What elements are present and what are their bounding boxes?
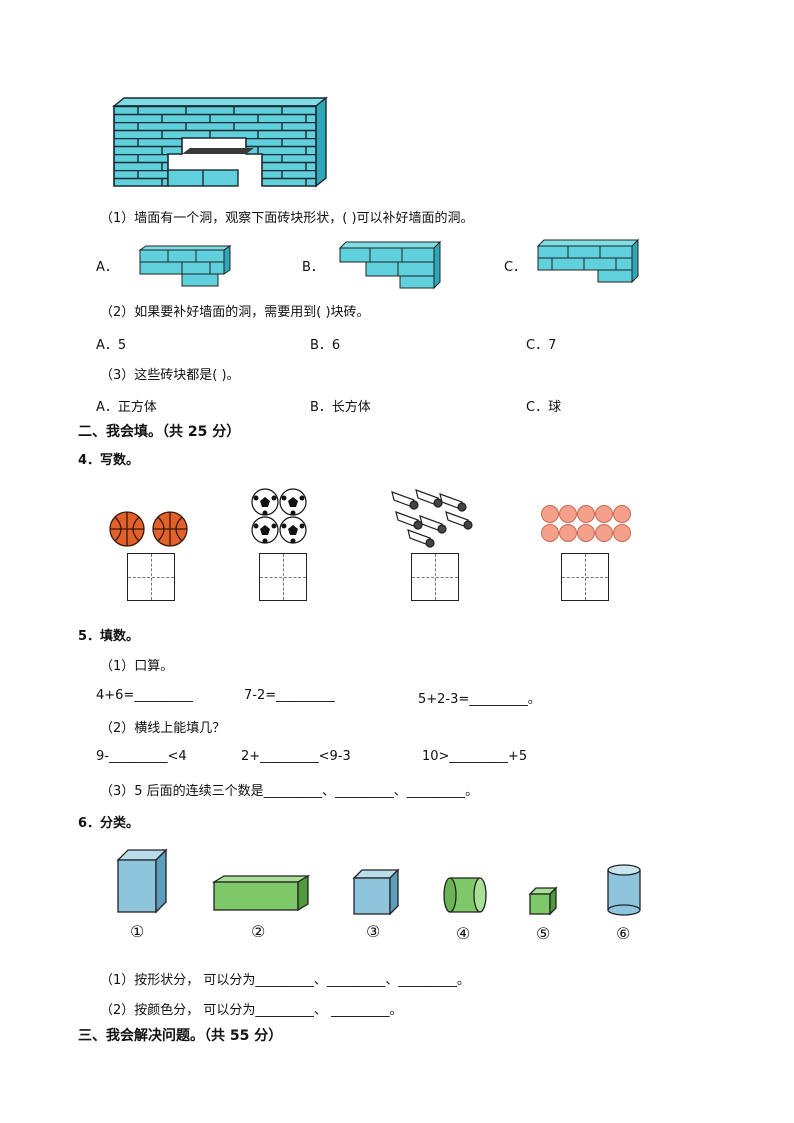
q5-sub2: （2）横线上能填几？ xyxy=(100,721,226,736)
q5-label: 5．填数。 xyxy=(78,629,140,644)
q5-sub3[interactable]: （3）5 后面的连续三个数是_________、_________、______… xyxy=(100,784,479,799)
q6-label: 6．分类。 xyxy=(78,816,140,831)
calc-3[interactable]: 5+2-3=_________。 xyxy=(418,692,541,707)
answer-box-1[interactable] xyxy=(127,553,175,601)
option-a-label: A． xyxy=(96,260,118,275)
q3-sub2-option-b: B．6 xyxy=(310,338,341,353)
dots-image xyxy=(541,505,631,542)
brick-option-b xyxy=(338,240,442,290)
solid-number-5: ⑤ xyxy=(536,924,551,943)
ineq-1[interactable]: 9-_________<4 xyxy=(96,749,187,764)
solids-image xyxy=(116,848,641,916)
section-3-title: 三、我会解决问题。（共 55 分） xyxy=(78,1028,283,1044)
option-b-label: B． xyxy=(302,260,324,275)
calc-1[interactable]: 4+6=_________ xyxy=(96,688,193,703)
q3-sub2-option-a: A．5 xyxy=(96,338,127,353)
solid-number-6: ⑥ xyxy=(616,924,631,943)
q3-sub3: （3）这些砖块都是( )。 xyxy=(100,368,240,383)
section-2-title: 二、我会填。（共 25 分） xyxy=(78,424,241,440)
q3-sub1: （1）墙面有一个洞，观察下面砖块形状，( )可以补好墙面的洞。 xyxy=(100,211,474,226)
q5-sub1: （1）口算。 xyxy=(100,659,174,674)
q6-sub2[interactable]: （2）按颜色分， 可以分为_________、 _________。 xyxy=(100,1003,403,1018)
q3-sub3-option-c: C．球 xyxy=(526,400,562,415)
brick-option-c xyxy=(536,238,640,284)
option-c-label: C． xyxy=(504,260,527,275)
brick-wall-image xyxy=(112,96,328,188)
ineq-2[interactable]: 2+_________<9-3 xyxy=(241,749,351,764)
ineq-3[interactable]: 10>_________+5 xyxy=(422,749,528,764)
brick-option-a xyxy=(138,245,232,287)
q4-label: 4．写数。 xyxy=(78,453,140,468)
answer-box-2[interactable] xyxy=(259,553,307,601)
solid-number-4: ④ xyxy=(456,924,471,943)
q6-sub1[interactable]: （1）按形状分， 可以分为_________、_________、_______… xyxy=(100,973,470,988)
solid-number-1: ① xyxy=(130,922,145,941)
calc-2[interactable]: 7-2=_________ xyxy=(244,688,335,703)
solid-number-3: ③ xyxy=(366,922,381,941)
soccer-balls-image xyxy=(251,488,307,544)
answer-box-3[interactable] xyxy=(411,553,459,601)
basketballs-image xyxy=(109,511,188,547)
q3-sub3-option-b: B．长方体 xyxy=(310,400,371,415)
q3-sub2-option-c: C．7 xyxy=(526,338,557,353)
q3-sub2: （2）如果要补好墙面的洞，需要用到( )块砖。 xyxy=(100,305,370,320)
solid-number-2: ② xyxy=(251,922,266,941)
answer-box-4[interactable] xyxy=(561,553,609,601)
q3-sub3-option-a: A．正方体 xyxy=(96,400,157,415)
shuttlecocks-image xyxy=(391,489,473,548)
